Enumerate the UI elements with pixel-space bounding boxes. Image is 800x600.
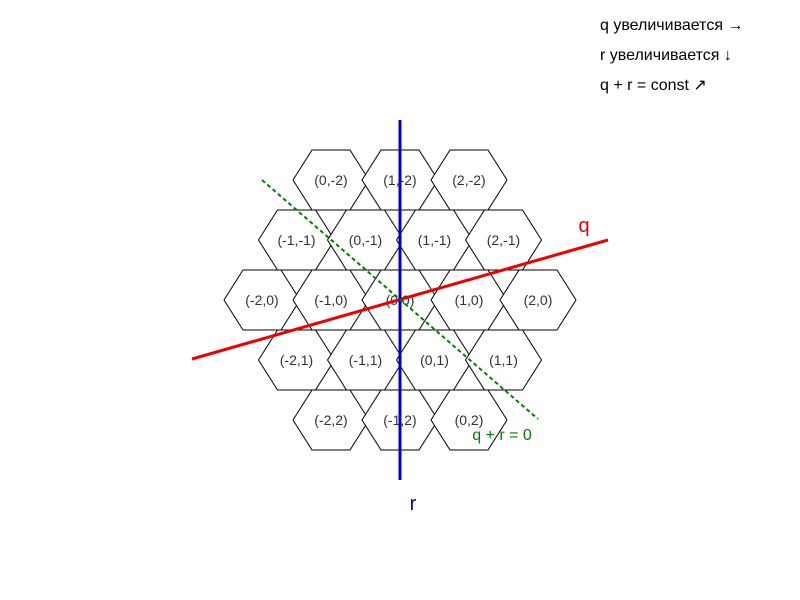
hex-cell-label: (-1,0) (314, 292, 347, 308)
legend-line-const: q + r = const ↗ (600, 77, 707, 94)
hex-cell-label: (2,0) (524, 292, 553, 308)
legend: q увеличивается → r увеличивается ↓ q + … (600, 17, 743, 94)
hex-cell-label: (1,1) (489, 352, 518, 368)
hex-cell: (2,0) (499, 269, 577, 331)
legend-line-r: r увеличивается ↓ (600, 47, 732, 64)
hex-cell: (-2,0) (223, 269, 301, 331)
hex-cell-label: (1,-1) (418, 232, 451, 248)
hex-cell: (-1,1) (326, 329, 405, 391)
hex-grid: (0,-2)(1,-2)(2,-2)(-1,-1)(0,-1)(1,-1)(2,… (223, 149, 577, 451)
hex-cell-label: (2,-1) (487, 232, 520, 248)
hex-cell: (1,1) (464, 329, 543, 391)
hex-cell: (-2,2) (292, 389, 370, 451)
q-plus-r-zero-line (261, 179, 539, 420)
hex-cell-shape (430, 389, 508, 451)
hex-cell-label: (-2,2) (314, 412, 347, 428)
hex-cell: (2,-1) (464, 209, 543, 271)
hex-cell-label: (0,1) (420, 352, 449, 368)
hex-cell: (2,-2) (430, 149, 508, 211)
hex-cell-label: (0,-2) (314, 172, 347, 188)
hex-cell: (0,-1) (326, 209, 405, 271)
hex-cell: (0,-2) (292, 149, 370, 211)
hex-cell: (-1,0) (292, 269, 370, 331)
q-axis-label: q (578, 215, 589, 237)
hex-cell-label: (2,-2) (452, 172, 485, 188)
hex-cell: (0,1) (395, 329, 474, 391)
legend-line-q: q увеличивается → (600, 17, 743, 34)
hex-cell: (1,-1) (395, 209, 474, 271)
hex-cell-label: (0,-1) (349, 232, 382, 248)
hex-cell: (-1,-1) (257, 209, 336, 271)
hex-cell-label: (-1,-1) (277, 232, 315, 248)
hex-cell-label: (0,2) (455, 412, 484, 428)
hex-cell: (0,2) (430, 389, 508, 451)
hex-cell-label: (-2,0) (245, 292, 278, 308)
hex-cell-label: (-2,1) (280, 352, 313, 368)
hex-cell: (-2,1) (257, 329, 336, 391)
hex-cell-label: (1,0) (455, 292, 484, 308)
hex-cell-label: (-1,1) (349, 352, 382, 368)
diagonal-label: q + r = 0 (472, 427, 532, 444)
r-axis-label: r (410, 493, 417, 515)
